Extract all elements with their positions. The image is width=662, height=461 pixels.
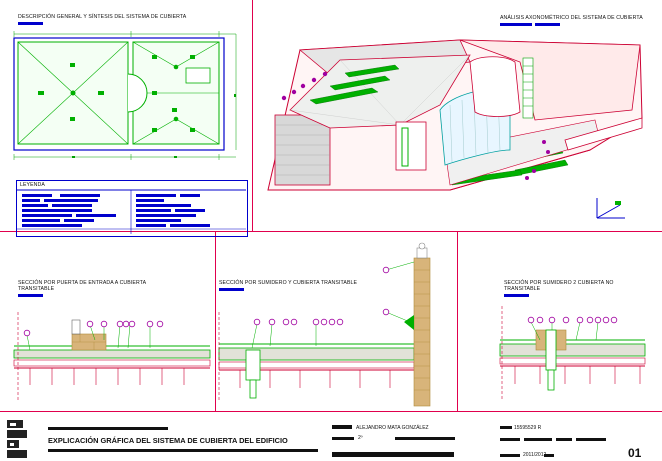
author-name: ALEJANDRO MATA GONZÁLEZ xyxy=(356,425,429,431)
frame-titleblock-top xyxy=(0,411,662,412)
year-bar xyxy=(500,454,520,457)
sheet-number: 01 xyxy=(628,446,642,460)
plan-title-tag xyxy=(18,22,43,25)
course-label-bar xyxy=(332,437,354,440)
student-code: 15595529 R xyxy=(514,425,542,431)
academic-year: 2011/2012 xyxy=(523,452,547,458)
axo-title-tag-2 xyxy=(535,23,560,26)
section3-title-tag xyxy=(504,294,529,297)
year-bar-2 xyxy=(544,454,554,457)
frame-horizontal-divider xyxy=(0,231,662,232)
title-bar-top xyxy=(48,427,168,430)
frame-section-divider-1 xyxy=(215,231,216,411)
title-bar-bottom xyxy=(48,449,318,452)
info-bar-4 xyxy=(576,438,606,441)
legend-title: LEYENDA xyxy=(20,182,45,188)
info-bar-1 xyxy=(500,438,520,441)
school-bar xyxy=(332,452,454,457)
plan-title: DESCRIPCIÓN GENERAL Y SÍNTESIS DEL SISTE… xyxy=(18,14,187,20)
author-underline xyxy=(332,425,352,429)
main-title: EXPLICACIÓN GRÁFICA DEL SISTEMA DE CUBIE… xyxy=(48,436,288,445)
section3-title: SECCIÓN POR SUMIDERO 2 CUBIERTA NO TRANS… xyxy=(504,280,614,292)
section1-title-tag xyxy=(18,294,43,297)
code-bar xyxy=(500,426,512,429)
course-bar-right xyxy=(395,437,455,440)
axo-title-tag-1 xyxy=(500,23,532,26)
section2-title-tag xyxy=(219,288,244,291)
frame-vertical-divider xyxy=(252,0,253,232)
course-number: 2º xyxy=(358,435,363,441)
section1-title: SECCIÓN POR PUERTA DE ENTRADA A CUBIERTA… xyxy=(18,280,146,292)
info-bar-3 xyxy=(556,438,572,441)
info-bar-2 xyxy=(524,438,552,441)
axo-title: ANÁLISIS AXONOMÉTRICO DEL SISTEMA DE CUB… xyxy=(500,15,643,21)
frame-section-divider-2 xyxy=(457,231,458,411)
section2-title: SECCIÓN POR SUMIDERO Y CUBIERTA TRANSITA… xyxy=(219,280,358,286)
legend-box: LEYENDA xyxy=(16,180,248,237)
